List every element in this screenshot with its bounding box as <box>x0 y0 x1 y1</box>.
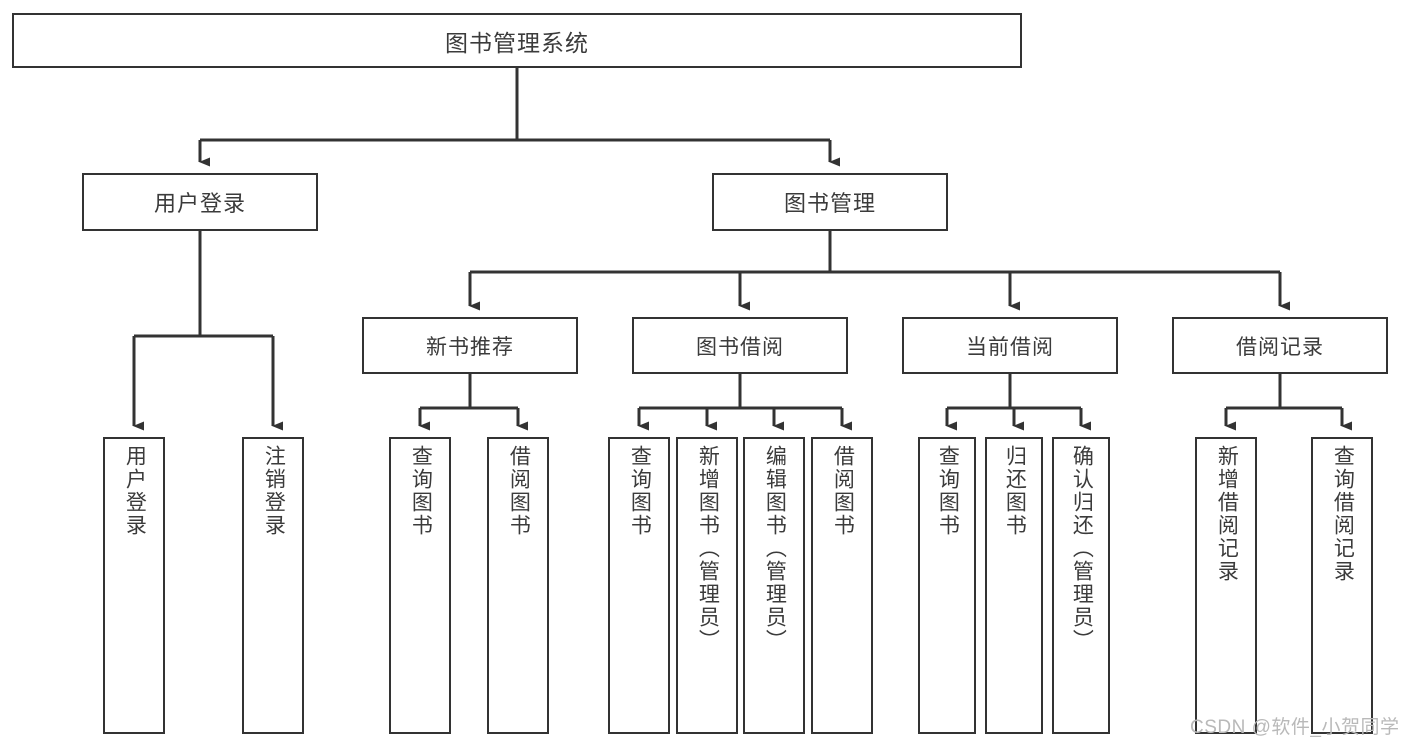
node-user-login[interactable]: 用户登录 <box>82 173 318 231</box>
node-leaf-add-book[interactable]: 新增图书（管理员） <box>676 437 738 734</box>
leaf-label: 查询图书 <box>628 445 652 537</box>
node-leaf-logout[interactable]: 注销登录 <box>242 437 304 734</box>
leaf-label: 确认归还（管理员） <box>1070 445 1094 652</box>
node-current-borrow[interactable]: 当前借阅 <box>902 317 1118 374</box>
leaf-label: 归还图书 <box>1003 445 1027 537</box>
node-leaf-user-login[interactable]: 用户登录 <box>103 437 165 734</box>
node-leaf-return-book[interactable]: 归还图书 <box>985 437 1043 734</box>
leaf-label: 查询图书 <box>936 445 960 537</box>
node-leaf-confirm-return[interactable]: 确认归还（管理员） <box>1052 437 1110 734</box>
node-leaf-query-book-1[interactable]: 查询图书 <box>389 437 451 734</box>
leaf-label: 用户登录 <box>123 445 147 537</box>
node-leaf-edit-book[interactable]: 编辑图书（管理员） <box>743 437 805 734</box>
leaf-label: 新增图书（管理员） <box>696 445 720 652</box>
leaf-label: 编辑图书（管理员） <box>763 445 787 652</box>
leaf-label: 新增借阅记录 <box>1215 445 1239 583</box>
node-leaf-query-book-2[interactable]: 查询图书 <box>608 437 670 734</box>
node-leaf-query-book-3[interactable]: 查询图书 <box>918 437 976 734</box>
node-new-book-recommend[interactable]: 新书推荐 <box>362 317 578 374</box>
leaf-label: 查询图书 <box>409 445 433 537</box>
node-leaf-query-record[interactable]: 查询借阅记录 <box>1311 437 1373 734</box>
leaf-label: 借阅图书 <box>507 445 531 537</box>
node-book-borrow[interactable]: 图书借阅 <box>632 317 848 374</box>
leaf-label: 借阅图书 <box>831 445 855 537</box>
node-leaf-borrow-book-2[interactable]: 借阅图书 <box>811 437 873 734</box>
node-leaf-add-record[interactable]: 新增借阅记录 <box>1195 437 1257 734</box>
leaf-label: 查询借阅记录 <box>1331 445 1355 583</box>
node-borrow-record[interactable]: 借阅记录 <box>1172 317 1388 374</box>
leaf-label: 注销登录 <box>262 445 286 537</box>
node-root[interactable]: 图书管理系统 <box>12 13 1022 68</box>
csdn-watermark: CSDN @软件_小贺同学 <box>1190 717 1400 738</box>
node-leaf-borrow-book-1[interactable]: 借阅图书 <box>487 437 549 734</box>
node-book-manage[interactable]: 图书管理 <box>712 173 948 231</box>
